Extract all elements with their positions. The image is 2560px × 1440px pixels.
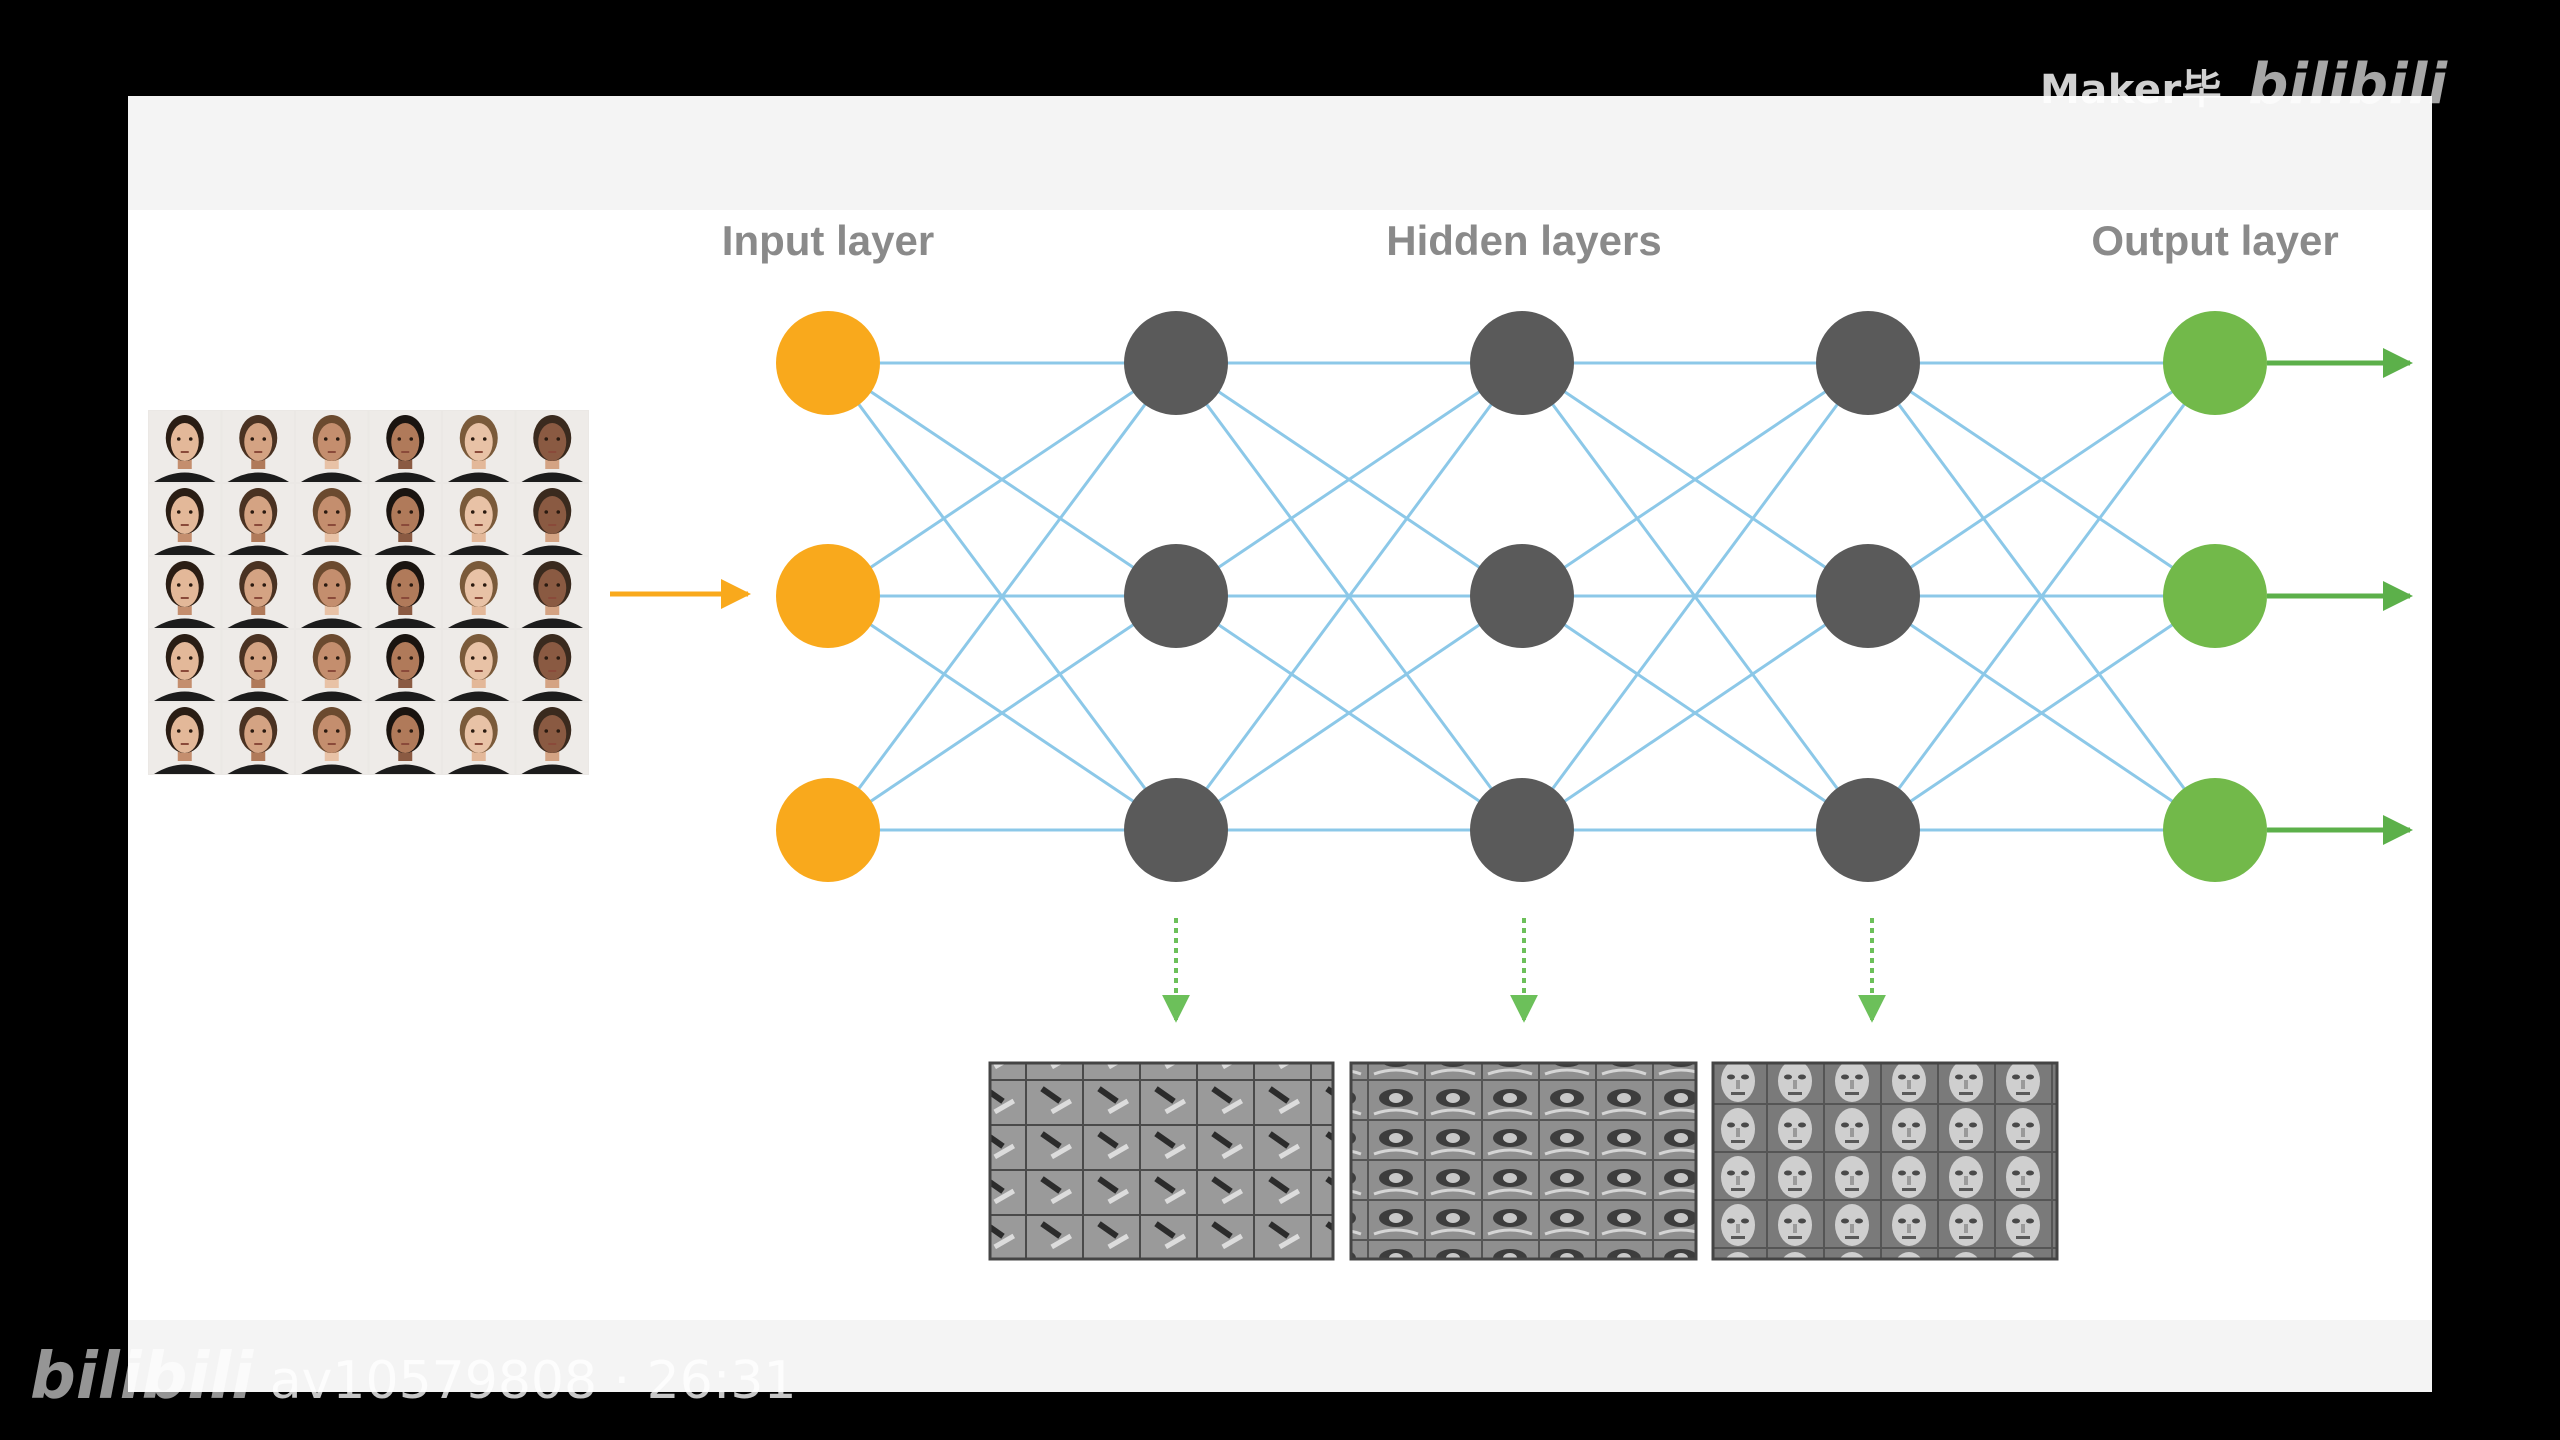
connection-line — [1867, 594, 2216, 832]
feature-map-facial-parts — [1349, 1061, 1698, 1261]
watermark-top: Maker毕 bilibili — [2040, 52, 2448, 117]
connection-line — [1521, 361, 1869, 598]
output-node-1 — [2163, 311, 2267, 415]
video-id: av10579808 · 26:31 — [269, 1351, 797, 1411]
face-thumbnail — [222, 411, 294, 482]
network-connections — [826, 361, 2217, 832]
connection-line — [1866, 362, 2217, 831]
hidden-1-node-3 — [1124, 778, 1228, 882]
face-thumbnail — [222, 703, 294, 774]
face-thumbnail — [369, 630, 441, 701]
face-thumbnail — [516, 630, 588, 701]
output-layer-label: Output layer — [2091, 217, 2338, 264]
face-thumbnail — [369, 703, 441, 774]
face-thumbnail — [443, 630, 515, 701]
face-thumbnail — [296, 484, 368, 555]
input-face-images — [148, 410, 589, 775]
face-thumbnail — [516, 557, 588, 628]
connection-line — [827, 594, 1177, 832]
face-thumbnail — [443, 703, 515, 774]
face-thumbnail — [369, 484, 441, 555]
connection-line — [1521, 594, 1869, 832]
face-thumbnail — [443, 557, 515, 628]
hidden-2-node-2 — [1470, 544, 1574, 648]
face-thumbnail — [296, 411, 368, 482]
face-thumbnail — [296, 557, 368, 628]
face-thumbnail — [222, 630, 294, 701]
slide-bottom-band — [128, 1320, 2432, 1392]
output-node-2 — [2163, 544, 2267, 648]
hidden-3-node-1 — [1816, 311, 1920, 415]
feature-arrows — [1162, 918, 1886, 1023]
connection-line — [1175, 361, 1523, 598]
hidden-2-node-3 — [1470, 778, 1574, 882]
watermark-bottom: bilibili av10579808 · 26:31 — [30, 1340, 797, 1414]
network-nodes — [776, 311, 2267, 882]
face-thumbnail — [222, 484, 294, 555]
face-thumbnail — [149, 411, 221, 482]
face-thumbnail — [369, 557, 441, 628]
face-thumbnail — [149, 703, 221, 774]
bilibili-logo: bilibili — [2248, 52, 2448, 117]
output-node-3 — [2163, 778, 2267, 882]
bilibili-logo-bottom: bilibili — [30, 1340, 254, 1414]
connection-line — [1867, 361, 2216, 598]
feature-map-edges — [988, 1061, 1335, 1261]
connection-line — [1520, 362, 1870, 831]
hidden-3-node-2 — [1816, 544, 1920, 648]
face-grid-background — [148, 410, 589, 775]
face-thumbnail — [222, 557, 294, 628]
face-thumbnail — [149, 484, 221, 555]
input-layer-label: Input layer — [722, 217, 934, 264]
input-node-2 — [776, 544, 880, 648]
input-node-3 — [776, 778, 880, 882]
hidden-layers-label: Hidden layers — [1386, 217, 1661, 264]
input-node-1 — [776, 311, 880, 415]
connection-line — [1175, 594, 1523, 832]
watermark-user: Maker毕 — [2040, 67, 2223, 113]
face-thumbnail — [516, 484, 588, 555]
hidden-1-node-2 — [1124, 544, 1228, 648]
connection-line — [827, 361, 1177, 598]
face-thumbnail — [516, 411, 588, 482]
face-thumbnail — [516, 703, 588, 774]
face-thumbnail — [443, 484, 515, 555]
connection-line — [1174, 362, 1524, 831]
slide-top-band — [128, 96, 2432, 210]
face-thumbnail — [149, 630, 221, 701]
hidden-2-node-1 — [1470, 311, 1574, 415]
output-arrows — [2267, 348, 2413, 845]
connection-line — [826, 362, 1178, 831]
hidden-3-node-3 — [1816, 778, 1920, 882]
face-thumbnail — [296, 703, 368, 774]
face-thumbnail — [296, 630, 368, 701]
hidden-1-node-1 — [1124, 311, 1228, 415]
face-thumbnail — [443, 411, 515, 482]
face-thumbnail — [149, 557, 221, 628]
face-thumbnail — [369, 411, 441, 482]
feature-map-faces — [1711, 1061, 2059, 1261]
